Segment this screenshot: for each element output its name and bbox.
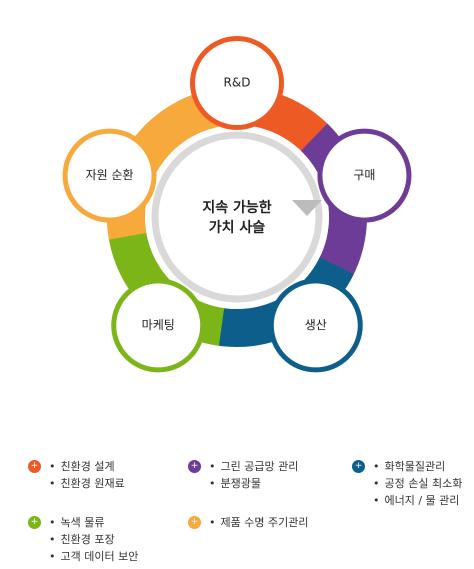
node-circle bbox=[116, 283, 201, 368]
legend-item: 친환경 포장 bbox=[49, 531, 138, 548]
legend-item: 공정 손실 최소화 bbox=[373, 475, 463, 492]
legend-list-production: 화학물질관리 공정 손실 최소화 에너지 / 물 관리 bbox=[373, 458, 463, 509]
legend-item: 제품 수명 주기관리 bbox=[209, 514, 309, 531]
legend-item: 분쟁광물 bbox=[209, 475, 298, 492]
legend-group-rnd: + 친환경 설계 친환경 원재료 bbox=[28, 458, 125, 492]
node-circle bbox=[67, 133, 152, 218]
node-label: R&D bbox=[224, 76, 251, 90]
legend-group-production: + 화학물질관리 공정 손실 최소화 에너지 / 물 관리 bbox=[352, 458, 462, 509]
legend-plus-icon: + bbox=[352, 460, 365, 473]
center-circle: 지속 가능한 가치 사슬 bbox=[145, 125, 329, 309]
node-rnd: R&D bbox=[190, 36, 284, 130]
legend-list-marketing: 녹색 물류 친환경 포장 고객 데이터 보안 bbox=[49, 514, 139, 565]
node-label: 자원 순환 bbox=[86, 168, 134, 182]
legend: + 친환경 설계 친환경 원재료 + 그린 공급망 관리 분쟁광물 + 화학물질… bbox=[0, 452, 474, 569]
legend-item: 에너지 / 물 관리 bbox=[373, 492, 462, 509]
legend-list-rnd: 친환경 설계 친환경 원재료 bbox=[49, 458, 125, 492]
node-circle bbox=[273, 283, 358, 368]
node-circle bbox=[195, 41, 279, 125]
legend-list-recycling: 제품 수명 주기관리 bbox=[209, 514, 309, 531]
center-title-line2: 가치 사슬 bbox=[209, 220, 266, 236]
node-label: 마케팅 bbox=[142, 318, 175, 332]
legend-item: 친환경 설계 bbox=[49, 458, 125, 475]
cycle-arrow-icon bbox=[292, 200, 322, 216]
legend-list-purchase: 그린 공급망 관리 분쟁광물 bbox=[209, 458, 299, 492]
node-circle bbox=[322, 133, 407, 218]
legend-group-recycling: + 제품 수명 주기관리 bbox=[188, 514, 308, 531]
legend-plus-icon: + bbox=[188, 516, 201, 529]
legend-group-purchase: + 그린 공급망 관리 분쟁광물 bbox=[188, 458, 298, 492]
legend-item: 화학물질관리 bbox=[373, 458, 462, 475]
node-marketing: 마케팅 bbox=[111, 278, 206, 373]
legend-item: 그린 공급망 관리 bbox=[209, 458, 299, 475]
node-production: 생산 bbox=[268, 278, 363, 373]
node-label: 생산 bbox=[305, 318, 327, 332]
center-title-line1: 지속 가능한 bbox=[202, 200, 271, 216]
legend-plus-icon: + bbox=[188, 460, 201, 473]
legend-item: 고객 데이터 보안 bbox=[49, 548, 139, 565]
legend-group-marketing: + 녹색 물류 친환경 포장 고객 데이터 보안 bbox=[28, 514, 138, 565]
node-purchase: 구매 bbox=[317, 128, 412, 223]
legend-item: 녹색 물류 bbox=[49, 514, 138, 531]
legend-plus-icon: + bbox=[28, 516, 41, 529]
legend-item: 친환경 원재료 bbox=[49, 475, 125, 492]
legend-plus-icon: + bbox=[28, 460, 41, 473]
node-recycling: 자원 순환 bbox=[62, 128, 157, 223]
node-label: 구매 bbox=[353, 168, 375, 182]
